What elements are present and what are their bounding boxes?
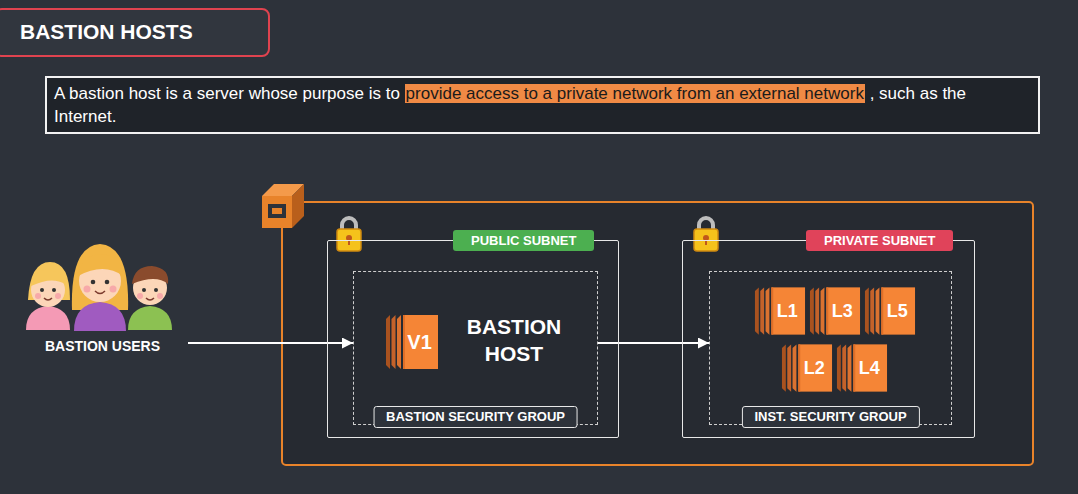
ec2-icon (837, 344, 841, 391)
ec2-icon (760, 287, 764, 334)
users-illustration (26, 306, 70, 330)
ec2-instance: L3 (809, 283, 861, 339)
users-illustration (110, 286, 117, 293)
ec2-instance: V1 (385, 310, 439, 374)
instance-name: L3 (826, 283, 859, 339)
user-label: BASTION USERS (20, 338, 185, 354)
ec2-icon (397, 315, 401, 369)
user-group: BASTION USERS (20, 232, 185, 354)
ec2-icon (870, 287, 874, 334)
slide-title: BASTION HOSTS (20, 10, 292, 54)
aws-region-icon (262, 196, 292, 228)
subnet-label: PUBLIC SUBNET (453, 230, 594, 251)
users-illustration (137, 293, 143, 299)
subnet-label: PRIVATE SUBNET (806, 230, 953, 251)
ec2-instance: L1 (754, 283, 806, 339)
security-group-label: BASTION SECURITY GROUP (373, 406, 578, 428)
instance-name: V1 (402, 310, 437, 374)
instance-name: L4 (853, 340, 886, 396)
ec2-icon (821, 287, 825, 334)
ec2-icon (853, 344, 855, 391)
users-illustration (55, 293, 61, 299)
aws-region-icon (292, 184, 304, 228)
lock-icon (694, 218, 718, 251)
users-illustration (44, 298, 52, 300)
cloud-region-box (282, 202, 1033, 465)
ec2-instance: L5 (864, 283, 916, 339)
ec2-icon (771, 287, 773, 334)
users-illustration (74, 302, 126, 331)
ec2-instance: L4 (836, 340, 888, 396)
security-group: BASTION SECURITY GROUP V1 (353, 271, 598, 425)
users-illustration (40, 288, 44, 292)
ec2-icon (386, 315, 390, 369)
ec2-icon (755, 287, 759, 334)
aws-region-icon (268, 204, 286, 218)
title-banner: BASTION HOSTS (0, 8, 270, 57)
ec2-icon (881, 287, 883, 334)
users-illustration (35, 293, 41, 299)
instance-name: L1 (771, 283, 804, 339)
users-illustration (52, 288, 56, 292)
ec2-icon (392, 315, 396, 369)
ec2-icon (782, 344, 786, 391)
access-arrow (188, 342, 353, 344)
ec2-instance: L2 (781, 340, 833, 396)
users-illustration (91, 280, 96, 285)
ec2-icon (787, 344, 791, 391)
ec2-icon (810, 287, 814, 334)
aws-region-icon (272, 208, 282, 214)
users-illustration (157, 293, 163, 299)
access-arrow (598, 342, 709, 344)
users-illustration (26, 244, 172, 331)
users-illustration (154, 288, 158, 292)
users-illustration (132, 266, 168, 284)
security-group: INST. SECURITY GROUP L1 L3 L5L2 L4 (709, 271, 952, 425)
public-subnet: PUBLIC SUBNETBASTION SECURITY GROUPV1 (327, 240, 619, 438)
ec2-icon (798, 344, 800, 391)
aws-region-icon (262, 184, 304, 228)
definition-text: A bastion host is a server whose purpose… (54, 84, 400, 103)
users-illustration (31, 270, 65, 286)
highlighted-text: provide access to a private network from… (405, 84, 865, 103)
ec2-icon (403, 315, 405, 369)
instance-name: L5 (881, 283, 914, 339)
users-illustration (105, 280, 110, 285)
private-subnet: PRIVATE SUBNETINST. SECURITY GROUPL1L3L5… (682, 240, 975, 438)
ec2-icon (793, 344, 797, 391)
host-title: BASTION HOST (455, 313, 573, 367)
ec2-icon (826, 287, 828, 334)
users-illustration (142, 288, 146, 292)
users-illustration (95, 291, 105, 294)
users-illustration (78, 254, 123, 276)
ec2-icon (848, 344, 852, 391)
ec2-icon (865, 287, 869, 334)
lock-icon (337, 218, 361, 251)
definition-box: A bastion host is a server whose purpose… (45, 76, 1040, 134)
users-illustration (146, 298, 154, 300)
security-group-label: INST. SECURITY GROUP (741, 406, 919, 428)
users-illustration (84, 286, 91, 293)
users-illustration (128, 306, 172, 330)
ec2-icon (815, 287, 819, 334)
ec2-icon (876, 287, 880, 334)
instance-name: L2 (798, 340, 831, 396)
ec2-icon (766, 287, 770, 334)
users-illustration (72, 244, 128, 310)
ec2-icon (842, 344, 846, 391)
